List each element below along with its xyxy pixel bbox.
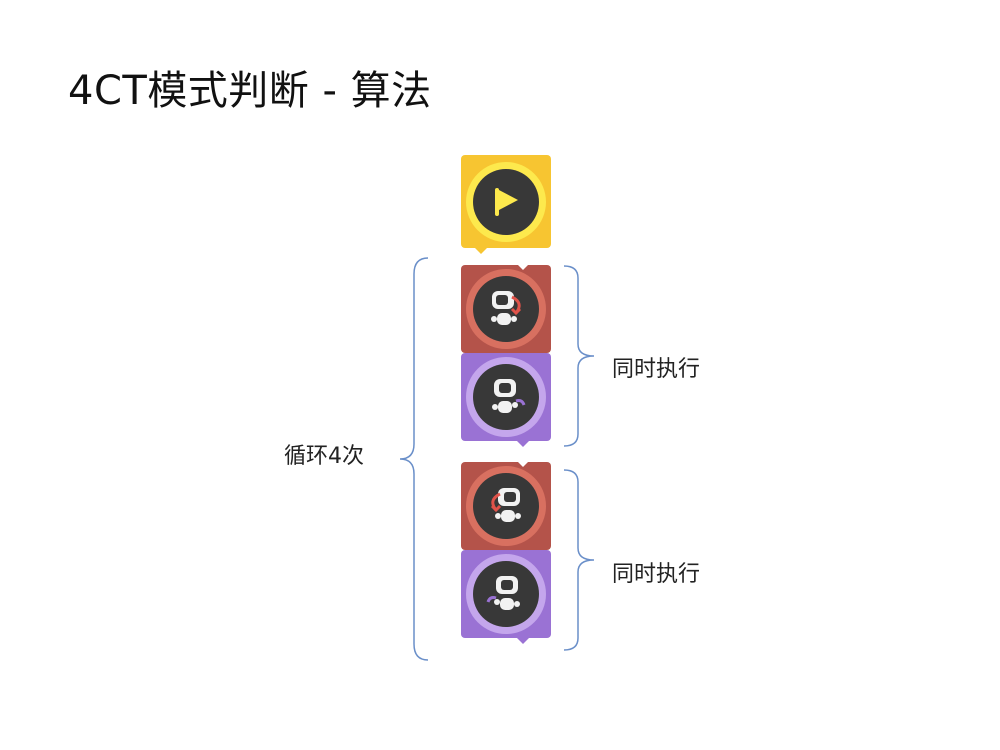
robot-turn-right-block[interactable]: [461, 264, 551, 353]
robot-turn-left-icon: [490, 488, 521, 522]
loop-label: 循环4次: [284, 444, 364, 469]
robot-move-left-block[interactable]: [461, 550, 551, 644]
robot-turn-left-block[interactable]: [461, 461, 551, 550]
robot-move-right-block[interactable]: [461, 353, 551, 447]
robot-turn-right-icon: [491, 291, 522, 325]
parallel-label-1: 同时执行: [612, 357, 701, 382]
robot-move-left-icon: [486, 576, 520, 610]
robot-move-right-icon: [492, 379, 526, 413]
parallel-brace-2: [563, 469, 595, 651]
flag-play-icon: [495, 187, 518, 216]
start-flag-block[interactable]: [461, 155, 551, 254]
page-title: 4CT模式判断 - 算法: [68, 68, 432, 114]
parallel-label-2: 同时执行: [612, 562, 701, 587]
parallel-brace-1: [563, 265, 595, 447]
loop-brace: [399, 257, 429, 661]
